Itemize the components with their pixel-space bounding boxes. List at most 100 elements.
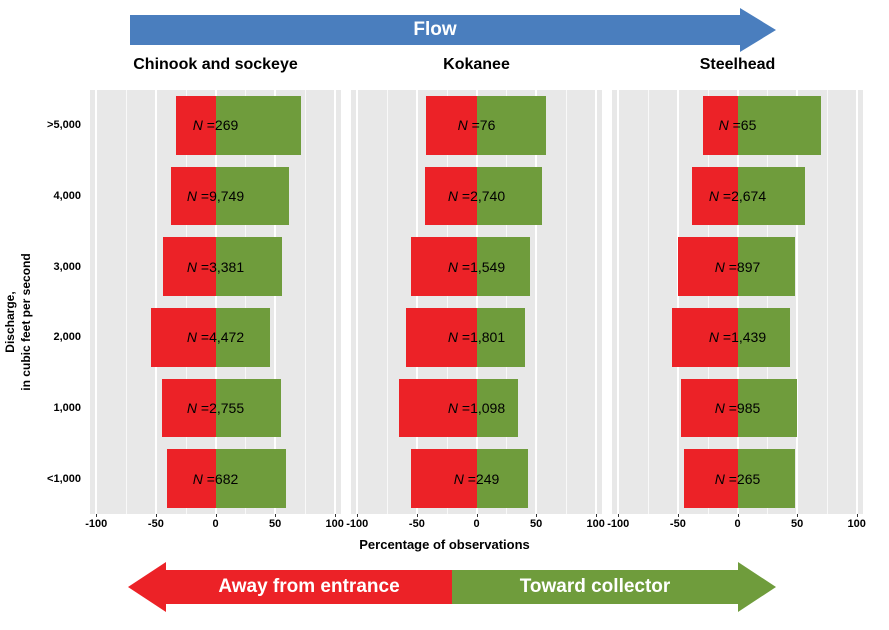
bar-n-label: N =897 (714, 258, 761, 275)
tick-mark (275, 514, 277, 517)
bar-toward (476, 166, 543, 226)
bar-n-label: N =9,749 (186, 187, 245, 204)
tick-mark (357, 514, 359, 517)
x-tick-label: -100 (346, 518, 369, 530)
bar-toward (215, 449, 286, 508)
x-tick-label: 100 (847, 518, 866, 530)
facet-panel: Kokanee N =76 N =2,740 N =1,549 N =1,801 N =1… (346, 56, 605, 534)
x-tick-label: 50 (790, 518, 804, 530)
flow-label: Flow (413, 19, 457, 40)
tick-mark (677, 514, 679, 517)
bar-n-label: N =1,549 (447, 258, 506, 275)
bar-n-label: N =1,801 (447, 329, 506, 346)
bar-n-label: N =2,740 (447, 187, 506, 204)
bar-toward (215, 166, 290, 226)
x-tick-label: 50 (529, 518, 543, 530)
bar-row: N =265 (612, 443, 863, 514)
gridline-major (274, 90, 277, 514)
toward-segment: Toward collector (452, 570, 738, 604)
bar-away (410, 237, 477, 296)
bar-toward (737, 237, 795, 296)
gridline-minor (767, 90, 769, 514)
facet-title: Kokanee (443, 56, 510, 73)
gridline-major (333, 90, 336, 514)
y-tick-label: 2,000 (53, 331, 81, 344)
toward-arrowhead-icon (738, 562, 776, 612)
bar-row: N =1,549 (351, 231, 602, 302)
bar-away (163, 237, 216, 296)
bar-away (161, 378, 216, 438)
bar-away (151, 307, 216, 367)
bar-row: N =1,098 (351, 373, 602, 444)
bar-n-label: N =2,755 (186, 399, 245, 416)
bar-n-label: N =985 (714, 399, 761, 416)
bar-row: N =269 (90, 90, 341, 161)
gridline-major (154, 90, 157, 514)
bar-away (425, 166, 477, 226)
bar-away (683, 449, 738, 508)
gridline-major (796, 90, 799, 514)
bar-row: N =2,674 (612, 161, 863, 232)
tick-mark (595, 514, 597, 517)
bar-n-label: N =76 (457, 117, 496, 134)
bar-row: N =2,740 (351, 161, 602, 232)
tick-mark (476, 514, 478, 517)
bar-row: N =897 (612, 231, 863, 302)
gridline-major (594, 90, 597, 514)
tick-mark (416, 514, 418, 517)
bar-away (399, 378, 477, 438)
bar-row: N =3,381 (90, 231, 341, 302)
away-segment: Away from entrance (166, 570, 452, 604)
bar-n-label: N =265 (714, 470, 761, 487)
flow-arrow: Flow (130, 8, 776, 52)
gridline-minor (304, 90, 306, 514)
gridline-major (356, 90, 359, 514)
bar-n-label: N =249 (453, 470, 500, 487)
gridline-major (214, 90, 217, 514)
tick-mark (155, 514, 157, 517)
tick-mark (797, 514, 799, 517)
gridline-major (535, 90, 538, 514)
x-tick-label: 100 (325, 518, 344, 530)
flow-arrow-body: Flow (130, 15, 740, 45)
bar-away (426, 96, 477, 155)
gridline-minor (245, 90, 247, 514)
gridline-minor (126, 90, 128, 514)
bar-row: N =249 (351, 443, 602, 514)
bar-n-label: N =4,472 (186, 329, 245, 346)
bar-away (166, 449, 216, 508)
bar-toward (476, 449, 528, 508)
x-axis-title: Percentage of observations (359, 537, 530, 552)
bar-n-label: N =269 (192, 117, 239, 134)
y-axis: Discharge, in cubic feet per second >5,0… (0, 56, 88, 534)
bar-away (702, 96, 738, 155)
bar-n-label: N =1,439 (708, 329, 767, 346)
tick-mark (737, 514, 739, 517)
y-tick-label: >5,000 (47, 119, 81, 132)
x-tick-label: 0 (734, 518, 741, 530)
flow-arrowhead-icon (740, 8, 776, 52)
bar-n-label: N =1,098 (447, 399, 506, 416)
bar-toward (737, 96, 821, 155)
tick-mark (334, 514, 336, 517)
bar-n-label: N =682 (192, 470, 239, 487)
gridline-minor (446, 90, 448, 514)
bar-toward (215, 307, 271, 367)
tick-mark (856, 514, 858, 517)
gridline-minor (387, 90, 389, 514)
tick-mark (536, 514, 538, 517)
x-tick-label: 0 (212, 518, 219, 530)
bar-toward (737, 307, 790, 367)
gridline-minor (506, 90, 508, 514)
away-label: Away from entrance (218, 576, 400, 597)
bar-n-label: N =2,674 (708, 187, 767, 204)
y-tick-label: 3,000 (53, 260, 81, 273)
x-tick-label: 50 (268, 518, 282, 530)
bar-away (406, 307, 477, 367)
